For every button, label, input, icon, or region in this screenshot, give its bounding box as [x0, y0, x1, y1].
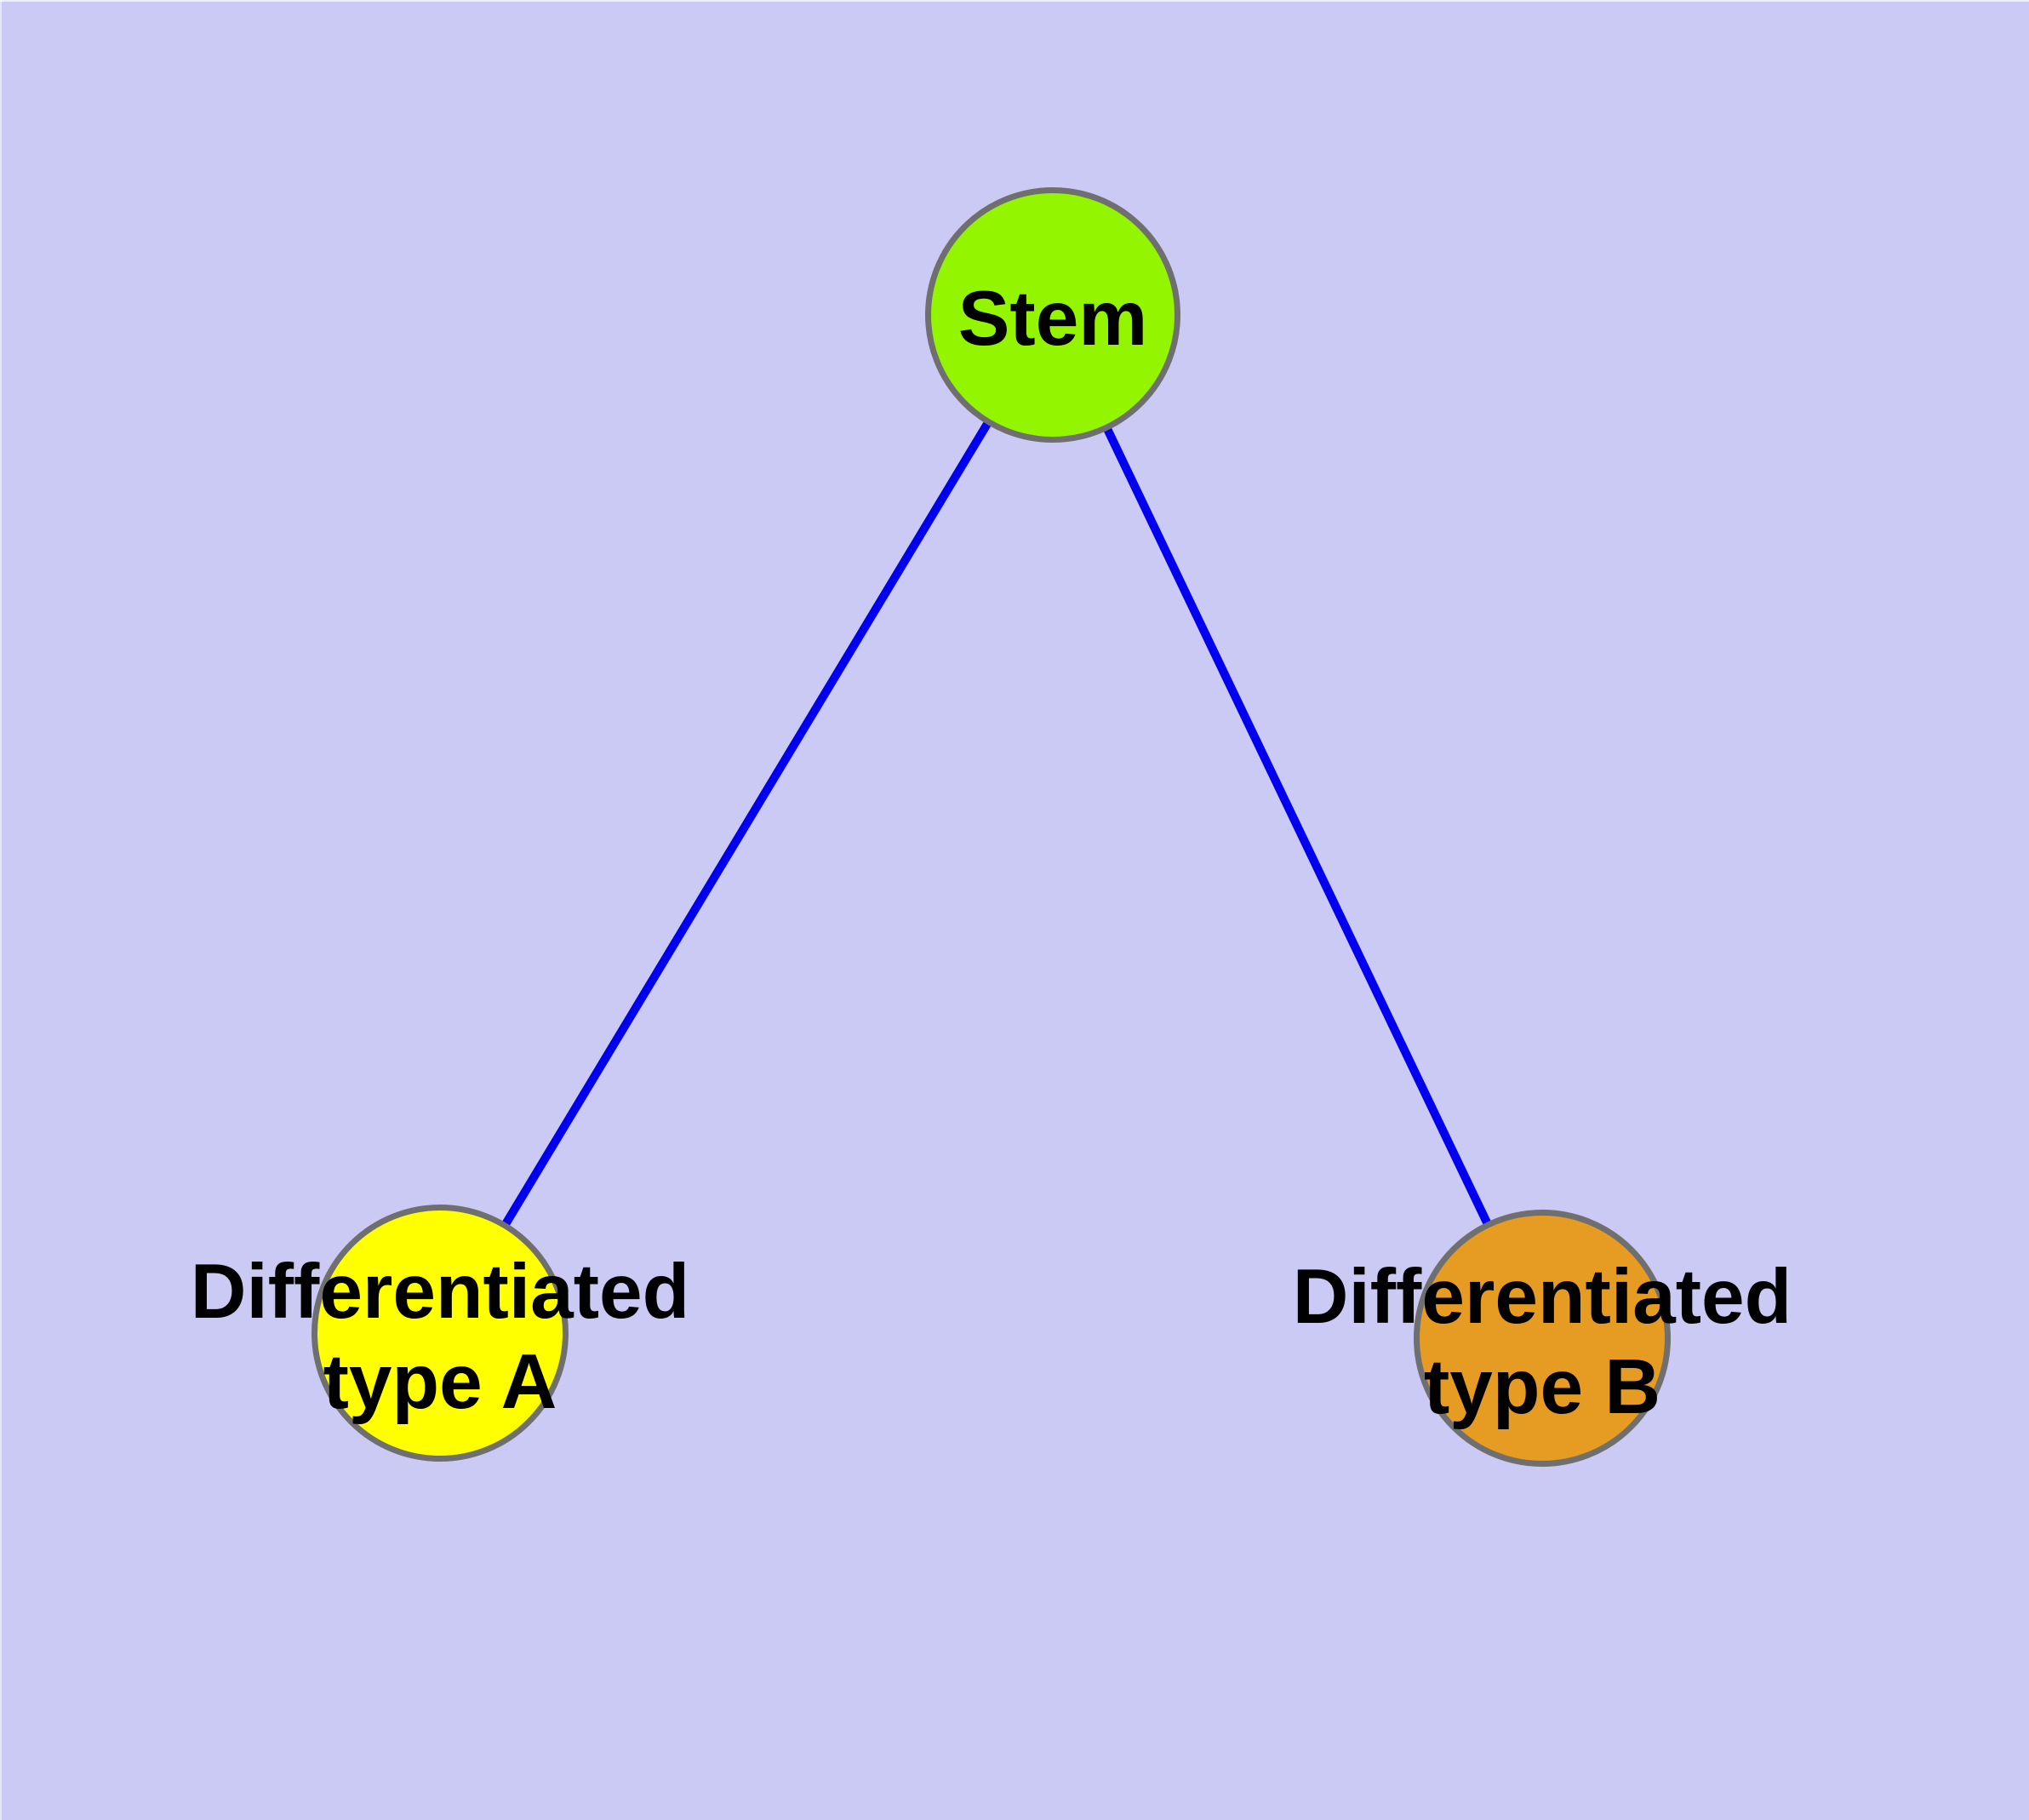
edge-stem-to-type-b	[1049, 312, 1546, 1341]
differentiated-type-b-node-circle	[1414, 1210, 1671, 1467]
edge-stem-to-type-a	[436, 312, 1057, 1336]
differentiated-type-a-node-circle	[311, 1205, 569, 1462]
stem-node-circle	[925, 187, 1180, 443]
differentiated-type-a-node-label: Differentiated type A	[190, 1249, 690, 1425]
differentiated-type-b-node-label: Differentiated type B	[1292, 1254, 1792, 1430]
stem-node-label: Stem	[957, 276, 1148, 362]
